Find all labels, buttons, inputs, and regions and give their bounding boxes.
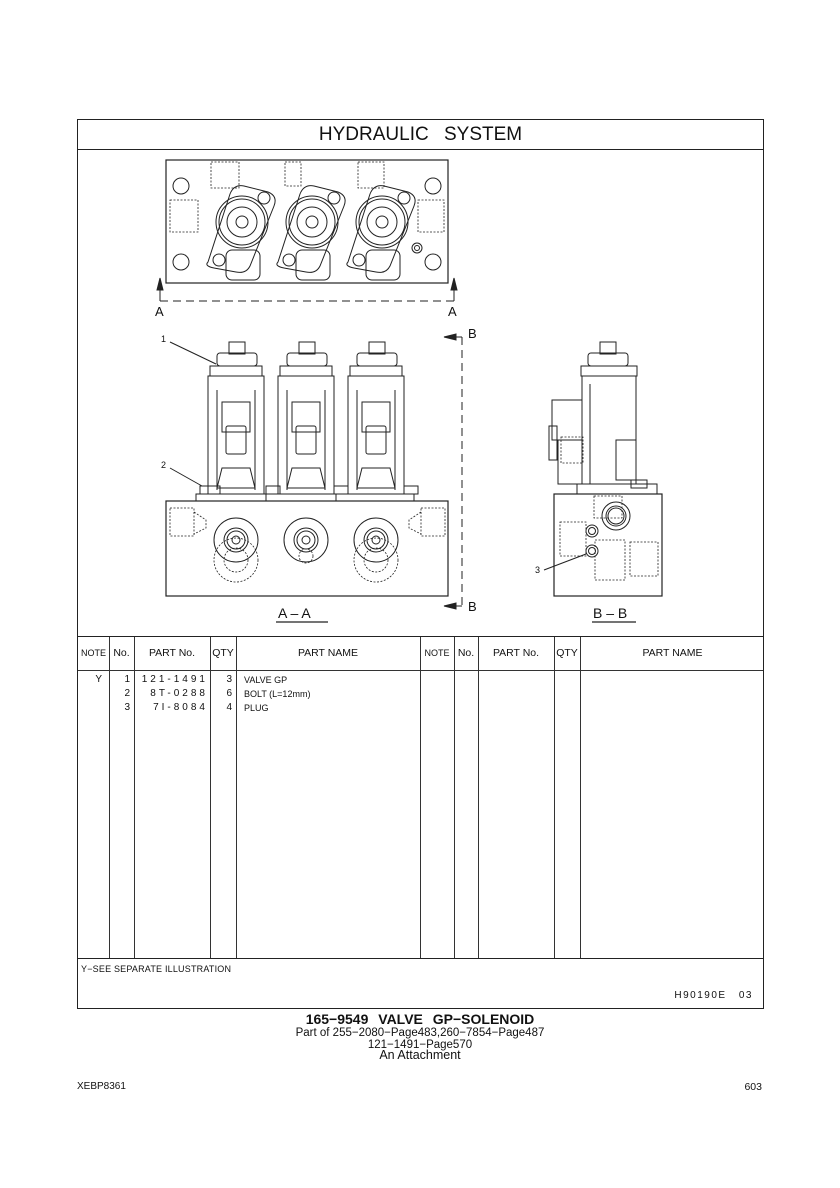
row-part-name: PLUG	[244, 703, 269, 713]
caption-line-1: Part of 255−2080−Page483,260−7854−Page48…	[295, 1027, 545, 1039]
section-marker-b-bottom: B	[468, 599, 477, 614]
callout-3-leader	[543, 553, 587, 571]
row-qty: 6	[226, 688, 232, 699]
row-no: 1	[124, 674, 130, 685]
footnote: Y−SEE SEPARATE ILLUSTRATION	[81, 964, 232, 974]
col-divider	[478, 637, 479, 958]
col-divider	[580, 637, 581, 958]
document-code: XEBP8361	[77, 1081, 126, 1092]
section-label-b-b: B – B	[593, 605, 628, 621]
row-part-name: VALVE GP	[244, 675, 288, 685]
parts-table: NOTE No. PART No. QTY PART NAME NOTE No.…	[78, 636, 763, 958]
header-part-name-right: PART NAME	[642, 647, 703, 659]
section-label-a-a: A – A	[278, 605, 311, 621]
header-part-no-right: PART No.	[492, 647, 540, 659]
col-divider	[454, 637, 455, 958]
header-qty-right: QTY	[556, 647, 578, 659]
header-note: NOTE	[80, 648, 106, 658]
section-a-a-view	[165, 333, 463, 623]
section-title: HYDRAULIC SYSTEM	[78, 120, 763, 150]
header-part-no: PART No.	[148, 647, 196, 659]
row-qty: 3	[226, 674, 232, 685]
header-no-right: No.	[457, 647, 475, 659]
illustration-frame: HYDRAULIC SYSTEM	[77, 119, 764, 1009]
col-divider	[210, 637, 211, 958]
header-part-name: PART NAME	[297, 647, 359, 659]
row-part-no: 8T-0288	[150, 688, 208, 699]
callout-3: 3	[535, 565, 541, 575]
solenoid-top-3	[346, 185, 416, 281]
solenoid-top-2	[276, 185, 346, 281]
col-divider	[236, 637, 237, 958]
solenoid-front-1	[207, 341, 265, 495]
page-number: 603	[744, 1081, 762, 1093]
section-title-text: HYDRAULIC SYSTEM	[318, 124, 523, 145]
col-divider	[554, 637, 555, 958]
col-divider	[134, 637, 135, 958]
table-footer: Y−SEE SEPARATE ILLUSTRATION H90190E 03	[78, 958, 763, 1008]
technical-drawing: A A B B A – A B – B 1 2 3	[78, 150, 763, 636]
callout-1-leader	[169, 341, 217, 365]
row-part-name: BOLT (L=12mm)	[244, 689, 311, 699]
top-view	[156, 159, 458, 302]
row-qty: 4	[226, 702, 232, 713]
section-b-b-view	[543, 341, 663, 623]
header-no: No.	[113, 647, 130, 659]
caption-line-3: An Attachment	[379, 1048, 461, 1062]
col-divider	[109, 637, 110, 958]
row-no: 2	[124, 688, 130, 699]
col-divider	[420, 637, 421, 958]
solenoid-front-2	[277, 341, 335, 495]
caption-line-2: 121−1491−Page570	[367, 1039, 473, 1051]
row-note: Y	[95, 674, 102, 685]
row-part-no: 7I-8084	[153, 702, 208, 713]
header-qty: QTY	[212, 647, 234, 659]
valve-drawing-svg	[156, 159, 663, 623]
section-marker-b-top: B	[468, 326, 477, 341]
row-no: 3	[124, 702, 130, 713]
solenoid-front-3	[347, 341, 405, 495]
header-note-right: NOTE	[424, 648, 450, 658]
callout-1: 1	[161, 334, 167, 344]
row-part-no: 121-1491	[141, 674, 208, 685]
caption-title: 165−9549 VALVE GP−SOLENOID	[305, 1011, 535, 1027]
section-marker-a-left: A	[155, 304, 164, 319]
section-marker-a-right: A	[448, 304, 457, 319]
figure-id: H90190E 03	[674, 990, 753, 1001]
callout-2: 2	[161, 460, 167, 470]
callout-2-leader	[169, 467, 203, 487]
solenoid-top-1	[206, 185, 276, 281]
